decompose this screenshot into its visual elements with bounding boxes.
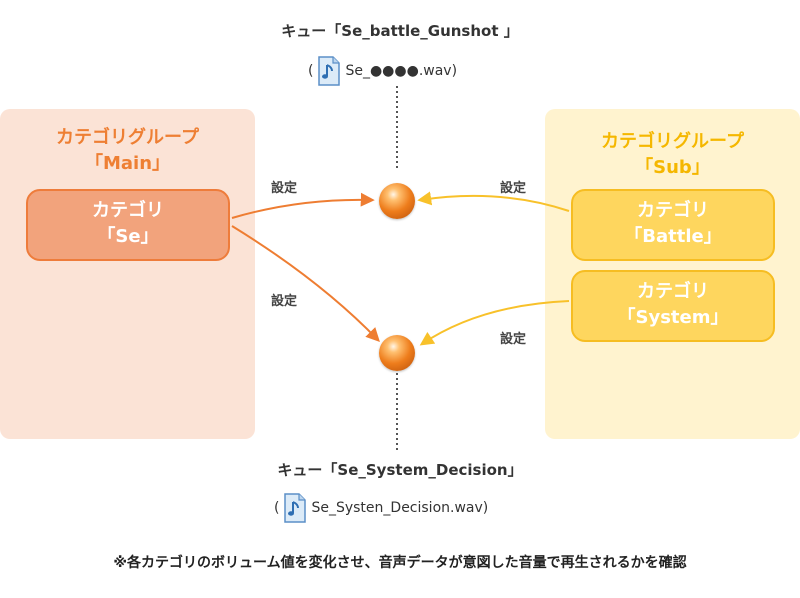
category-se-line1: カテゴリ	[92, 200, 164, 221]
orange-ball-icon	[379, 335, 415, 371]
group-sub-title-line2: 「Sub」	[635, 157, 710, 178]
setting-label: 設定	[271, 294, 298, 309]
group-sub-title-line1: カテゴリグループ	[601, 131, 744, 152]
category-se-line2: 「Se」	[97, 226, 159, 247]
category-battle-line1: カテゴリ	[637, 200, 709, 221]
arrow-se-to-top	[231, 192, 375, 219]
music-file-icon	[317, 56, 341, 86]
orange-ball-icon	[379, 183, 415, 219]
arrow-battle-to-top	[417, 191, 570, 212]
category-battle-line2: 「Battle」	[624, 226, 722, 247]
group-sub-title: カテゴリグループ 「Sub」	[545, 129, 800, 181]
cue-bottom-file: ( Se_Systen_Decision.wav)	[274, 493, 488, 523]
cue-top-file: ( Se_●●●●.wav)	[308, 56, 457, 86]
category-box-system: カテゴリ 「System」	[571, 270, 775, 342]
cue-bottom-open-paren: (	[274, 500, 280, 516]
cue-top-filename: Se_●●●●.wav)	[345, 63, 458, 79]
cue-top-open-paren: (	[308, 63, 314, 79]
cue-bottom-title: キュー「Se_System_Decision」	[277, 461, 523, 479]
group-main-title-line1: カテゴリグループ	[56, 127, 199, 148]
group-main-title: カテゴリグループ 「Main」	[0, 125, 255, 177]
category-box-battle: カテゴリ 「Battle」	[571, 189, 775, 261]
arrow-system-to-bottom	[419, 300, 570, 346]
category-system-line1: カテゴリ	[637, 281, 709, 302]
group-main-title-line2: 「Main」	[84, 153, 171, 174]
footnote: ※各カテゴリのボリューム値を変化させ、音声データが意図した音量で再生されるかを確…	[113, 555, 687, 571]
category-group-main-panel	[0, 109, 255, 439]
category-box-se: カテゴリ 「Se」	[26, 189, 230, 261]
setting-label: 設定	[500, 181, 527, 196]
category-system-line2: 「System」	[617, 307, 729, 328]
setting-label: 設定	[271, 181, 298, 196]
cue-bottom-filename: Se_Systen_Decision.wav)	[311, 500, 489, 516]
music-file-icon	[283, 493, 307, 523]
arrow-se-to-bottom	[231, 225, 380, 343]
cue-top-title: キュー「Se_battle_Gunshot 」	[281, 22, 519, 40]
setting-label: 設定	[500, 332, 527, 347]
